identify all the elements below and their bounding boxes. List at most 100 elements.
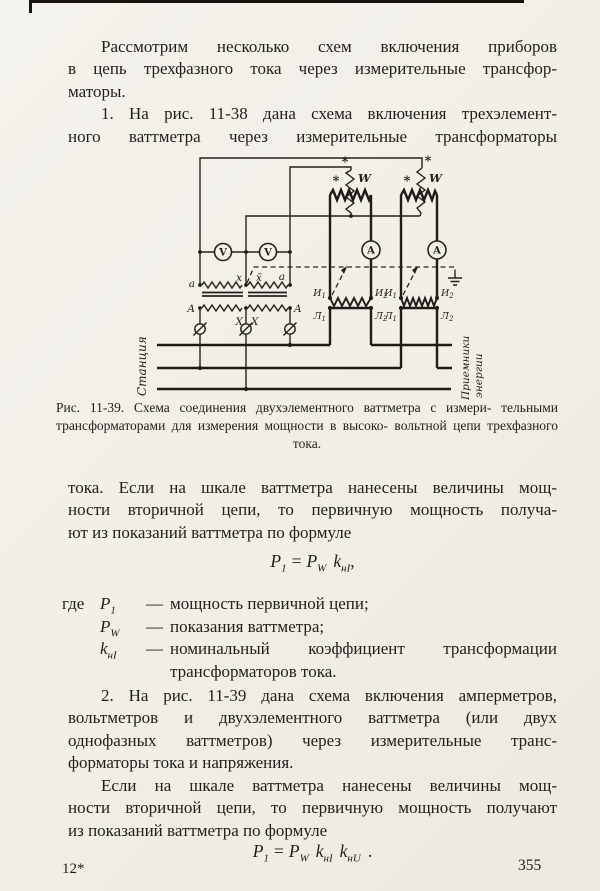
figure-caption: Рис. 11-39. Схема соединения двухэлемент…	[56, 399, 558, 453]
formula-glossary: где P1 — мощность первичной цепи; PW — п…	[62, 593, 557, 683]
label-sec-x-bar: x̄	[256, 272, 262, 284]
text-line: однофазных ваттметров) через измерительн…	[68, 730, 557, 750]
text-line: 2. На рис. 11-39 дана схема включения ам…	[101, 686, 557, 705]
caption-line: вольтной цепи трехфазного тока.	[292, 418, 559, 451]
fuse-icon	[284, 323, 296, 335]
paragraph-3: тока. Если на шкале ваттметра нанесены в…	[68, 477, 557, 544]
ground-dashed-line	[246, 266, 456, 296]
receivers-label-line2: энергии	[473, 353, 485, 398]
ct2-secondary-winding	[400, 295, 438, 309]
glossary-desc: номинальный коэффициент трансформации тр…	[170, 639, 557, 681]
formula-sub: нI	[341, 562, 351, 575]
formula-equals: =	[273, 841, 284, 861]
ammeter-letter: A	[366, 246, 375, 257]
text-line: Рассмотрим несколько схем включения приб…	[101, 37, 557, 56]
text-line: вольтметров и двухэлементного ваттметра …	[68, 708, 557, 728]
label-ct1-l2: Л2	[374, 311, 388, 323]
label-sec-x: x	[236, 272, 242, 284]
glossary-row: kнI — номинальный коэффициент трансформа…	[62, 638, 557, 683]
label-ct2-i1: И1	[383, 288, 397, 300]
fuse-icon	[194, 323, 206, 335]
vt-core	[202, 291, 287, 297]
formula-punct: .	[367, 841, 373, 861]
polarity-star: *	[404, 174, 411, 189]
ammeter-letter: A	[432, 246, 441, 257]
text-line: в цепь трехфазного тока через измеритель…	[68, 59, 557, 79]
scan-edge-mark-top	[30, 0, 524, 3]
paragraph-4: 2. На рис. 11-39 дана схема включения ам…	[68, 685, 557, 775]
ground-icon	[448, 273, 462, 286]
label-prim-A-left: A	[186, 303, 195, 315]
dashed-arrowhead	[412, 266, 418, 274]
formula-equals: =	[291, 551, 302, 571]
voltmeter-2	[258, 242, 278, 262]
text-line: маторы.	[68, 81, 126, 101]
ammeter-1	[361, 240, 381, 260]
glossary-term: PW	[100, 616, 120, 639]
voltmeter-1	[213, 242, 233, 262]
ct1-primary	[328, 306, 373, 345]
label-prim-A-right: A	[293, 303, 302, 315]
wattmeter-label-2: W	[429, 171, 443, 185]
label-ct1-i2: И2	[374, 288, 388, 300]
ct1-secondary-winding	[329, 295, 372, 309]
label-sec-a-right: a	[279, 271, 285, 283]
voltage-circuit-wires	[199, 157, 462, 389]
glossary-dash: —	[146, 639, 163, 658]
label-ct1-i1: И1	[312, 288, 326, 300]
text-line: ют из показаний ваттметра по формуле	[68, 522, 352, 542]
wattmeter-current-coil-1	[328, 186, 373, 204]
label-ct2-l2: Л2	[440, 311, 454, 323]
text-line: из показаний ваттметра по формуле	[68, 820, 328, 840]
vt-primary-winding	[201, 303, 243, 313]
formula-sub: нU	[347, 852, 361, 865]
vt-primary-winding	[247, 303, 289, 313]
label-prim-X: X	[235, 316, 244, 328]
ct2-primary	[399, 306, 439, 368]
vt-secondary-winding	[247, 280, 289, 290]
glossary-term: kнI	[100, 639, 117, 662]
vt-secondary-winding	[201, 280, 243, 290]
station-label: Станция	[135, 336, 149, 396]
fuse-icon	[240, 323, 252, 335]
formula-sub: W	[299, 852, 309, 865]
polarity-star: *	[342, 155, 349, 170]
scan-edge-mark-corner	[29, 0, 32, 13]
text-line: форматоры тока и напряжения.	[68, 753, 294, 773]
glossary-lead: где	[62, 594, 85, 613]
wattmeter-label-1: W	[358, 171, 372, 185]
text-line: 1. На рис. 11-38 дана схема включения тр…	[101, 104, 557, 124]
formula-var: P	[270, 551, 282, 571]
formula-sub: 1	[263, 852, 269, 865]
polarity-star: *	[333, 174, 340, 189]
label-ct2-i2: И2	[440, 288, 454, 300]
voltmeter-letter: V	[218, 248, 227, 259]
glossary-row: PW — показания ваттметра;	[62, 616, 557, 639]
printer-signature: 12*	[62, 861, 85, 877]
glossary-row: где P1 — мощность первичной цепи;	[62, 593, 557, 616]
label-ct1-l1: Л1	[313, 311, 326, 323]
glossary-term: P1	[100, 594, 116, 617]
text-line: Если на шкале ваттметра нанесены величин…	[101, 776, 557, 795]
formula-sub: W	[317, 562, 327, 575]
formula-var: k	[333, 551, 342, 571]
glossary-desc: мощность первичной цепи;	[170, 594, 369, 613]
text-line: тока. Если на шкале ваттметра нанесены в…	[68, 478, 557, 497]
receivers-label-line1: Приемники	[460, 335, 472, 400]
label-ct2-l1: Л1	[384, 311, 397, 323]
page-number: 355	[518, 857, 542, 874]
glossary-desc: показания ваттметра;	[170, 616, 325, 636]
polarity-star: *	[425, 155, 432, 169]
text-line: ного ваттметра через измерительные транс…	[68, 126, 557, 146]
current-circuit-wires	[157, 186, 452, 391]
text-line: ности вторичной цепи, то первичную мощно…	[68, 798, 557, 818]
ammeter-2	[427, 240, 447, 260]
formula-var: P	[252, 841, 264, 861]
label-prim-X: X	[250, 316, 259, 328]
paragraph-1: Рассмотрим несколько схем включения приб…	[68, 36, 557, 148]
formula-var: P	[288, 841, 300, 861]
formula-sub: нI	[323, 852, 333, 865]
